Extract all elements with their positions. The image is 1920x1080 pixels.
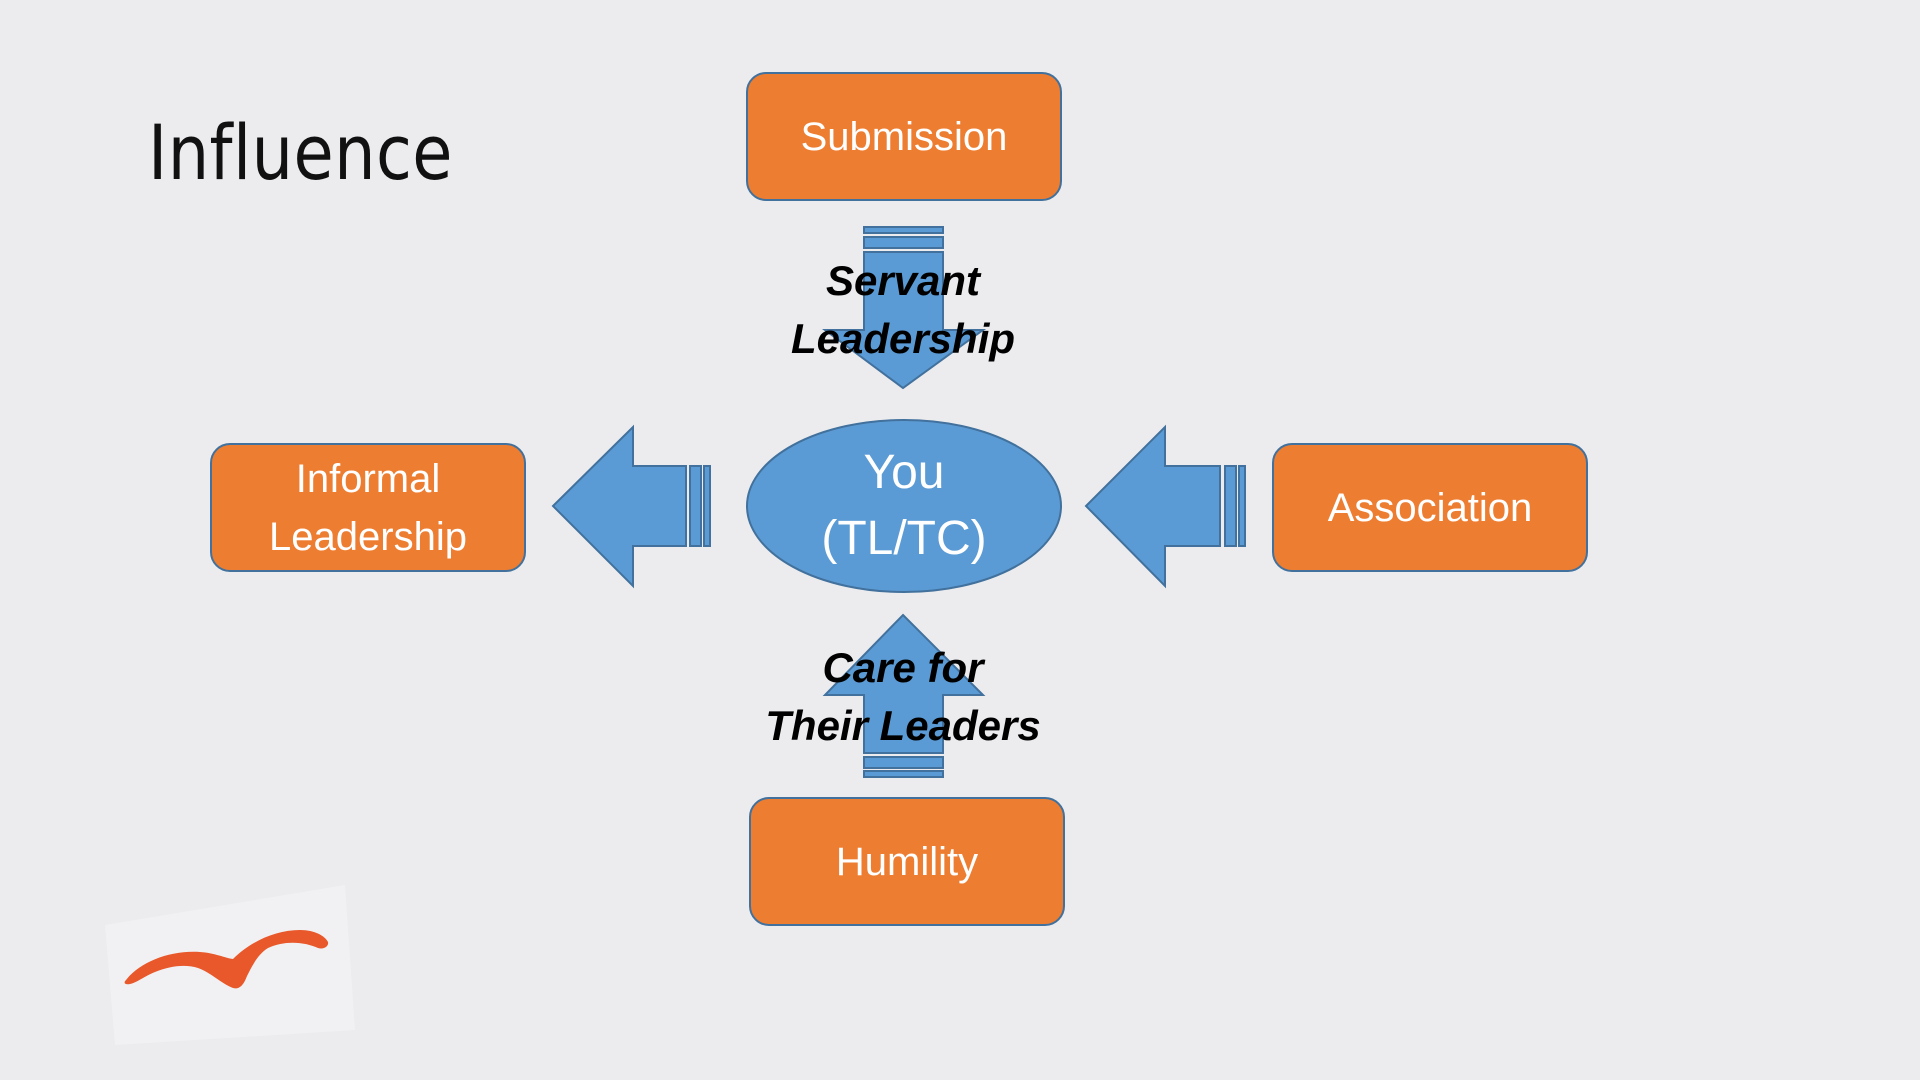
arrow-stripe xyxy=(863,236,944,249)
arrow-stripe xyxy=(1238,465,1246,547)
seagull-logo-icon xyxy=(105,885,355,1045)
node-humility: Humility xyxy=(749,797,1065,926)
arrow-label-care-for-leaders: Care for Their Leaders xyxy=(765,644,1041,749)
arrow-label-servant-leadership: Servant Leadership xyxy=(790,257,1016,362)
arrow-stripe xyxy=(703,465,711,547)
arrow-body xyxy=(1084,424,1221,589)
node-informal-leadership: Informal Leadership xyxy=(210,443,526,572)
arrow-down-servant-leadership xyxy=(821,226,987,390)
slide-title: Influence xyxy=(148,108,453,197)
logo xyxy=(100,880,360,1050)
center-node-label: You (TL/TC) xyxy=(821,446,987,565)
arrow-stripe xyxy=(863,226,944,234)
arrow-up-care-for-leaders xyxy=(822,613,986,778)
arrow-stripe xyxy=(863,756,944,769)
node-label: Submission xyxy=(800,114,1008,159)
arrow-body xyxy=(551,424,687,589)
node-label: Association xyxy=(1327,485,1533,530)
center-ellipse xyxy=(746,419,1062,593)
arrow-stripe xyxy=(863,770,944,778)
arrow-stripe xyxy=(1224,465,1237,547)
arrow-stripe xyxy=(689,465,702,547)
arrow-body xyxy=(821,251,987,390)
node-label: Humility xyxy=(835,839,979,884)
arrow-left-informal-leadership xyxy=(551,424,711,589)
node-submission: Submission xyxy=(746,72,1062,201)
arrow-body xyxy=(822,613,986,754)
arrow-left-association xyxy=(1084,424,1246,589)
node-label: Informal Leadership xyxy=(269,456,467,559)
node-association: Association xyxy=(1272,443,1588,572)
